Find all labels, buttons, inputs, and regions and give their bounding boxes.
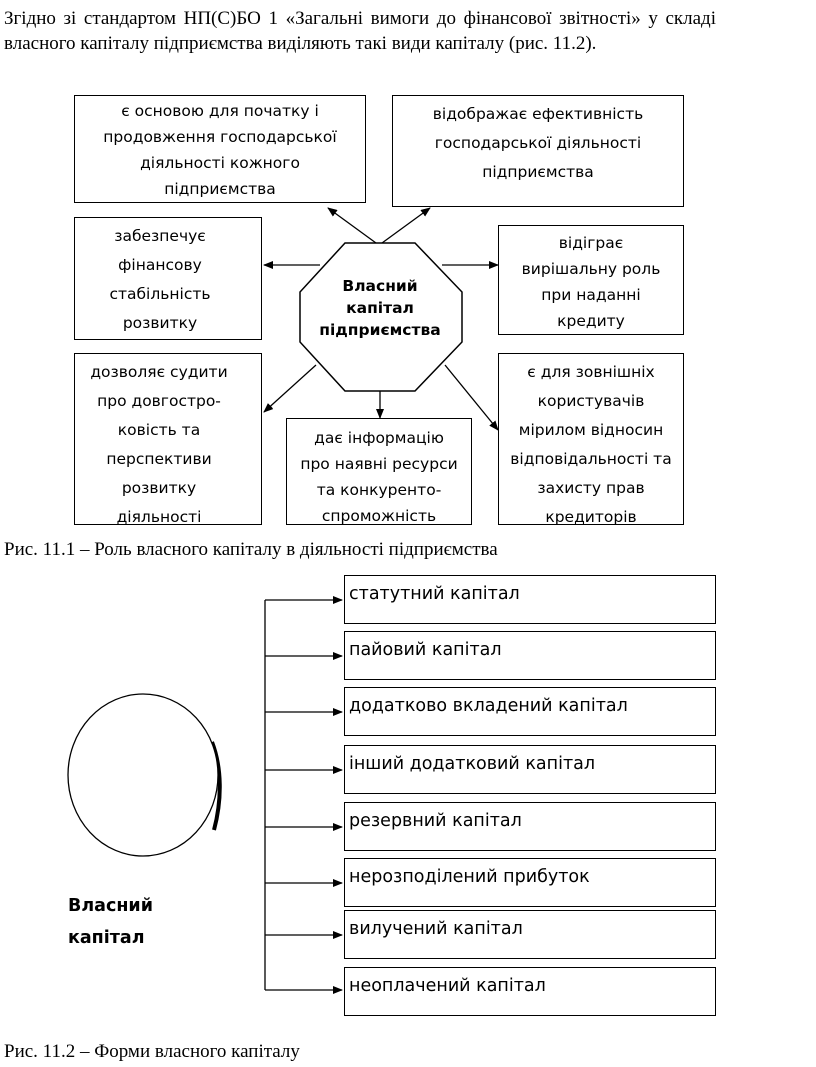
center-label: Власний капітал підприємства [319, 277, 441, 339]
center-octagon [299, 242, 463, 392]
arrow-bottom-left [263, 364, 317, 413]
fig2-caption: Рис. 11.2 – Форми власного капіталу [4, 1041, 300, 1062]
oval-label: Власний капітал [68, 896, 153, 948]
form-box-1: статутний капітал [344, 575, 716, 624]
box-top-left: є основою для початку і продовження госп… [74, 95, 366, 203]
form-box-2: пайовий капітал [344, 631, 716, 680]
form-box-5: резервний капітал [344, 802, 716, 851]
oval-shape [67, 693, 219, 857]
box-mid-right: відіграє вирішальну роль при наданні кре… [498, 225, 684, 335]
box-bottom-left: дозволяє судити про довгостро- ковість т… [74, 353, 262, 525]
arrow-top-right [381, 207, 431, 244]
box-bottom-right: є для зовнішніх користувачів мірилом від… [498, 353, 684, 525]
intro-paragraph: Згідно зі стандартом НП(С)БО 1 «Загальні… [4, 8, 716, 54]
form-box-8: неоплачений капітал [344, 967, 716, 1016]
form-box-4: інший додатковий капітал [344, 745, 716, 794]
form-box-3: додатково вкладений капітал [344, 687, 716, 736]
box-mid-left: забезпечує фінансову стабільність розвит… [74, 217, 262, 340]
box-bottom-center: дає інформацію про наявні ресурси та кон… [286, 418, 472, 525]
fig1-caption: Рис. 11.1 – Роль власного капіталу в дія… [4, 539, 498, 560]
arrow-bottom-right [444, 364, 499, 431]
arrow-top-left [327, 207, 377, 244]
form-box-6: нерозподілений прибуток [344, 858, 716, 907]
form-box-7: вилучений капітал [344, 910, 716, 959]
box-top-right: відображає ефективність господарської ді… [392, 95, 684, 207]
fig1-diagram [263, 207, 499, 431]
